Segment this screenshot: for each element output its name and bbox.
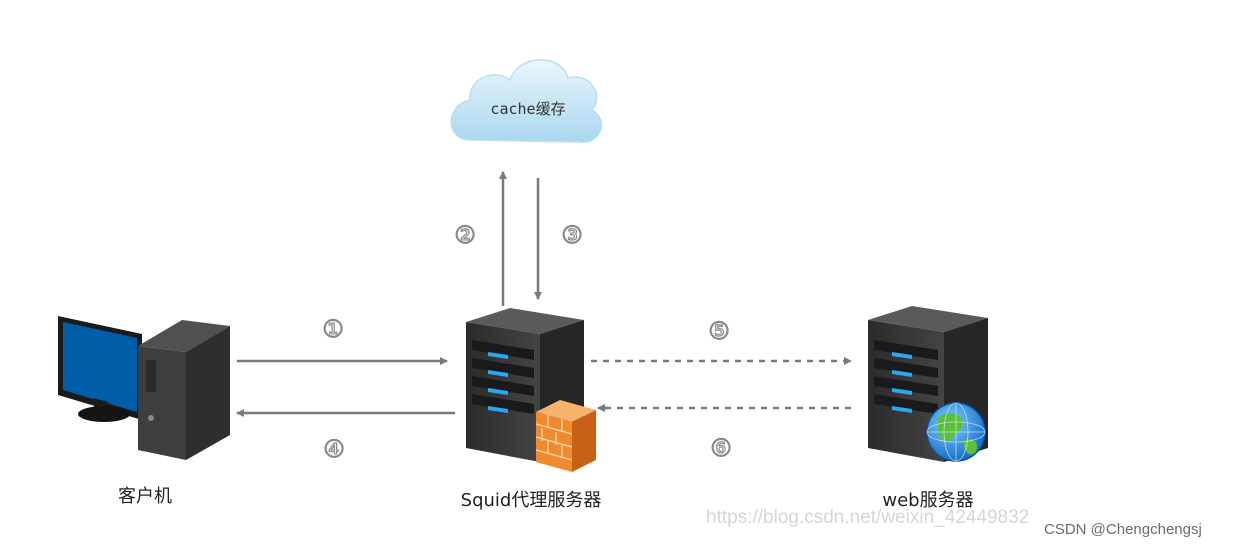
client-computer-icon bbox=[58, 316, 230, 460]
web-server-label: web服务器 bbox=[882, 490, 973, 511]
step-5-label: ⑤ bbox=[708, 317, 730, 345]
step-1-label: ① bbox=[322, 315, 344, 343]
cache-label: cache缓存 bbox=[490, 100, 565, 118]
cache-cloud-icon bbox=[450, 59, 603, 143]
step-3-label: ③ bbox=[561, 221, 583, 249]
step-6-label: ⑥ bbox=[710, 434, 732, 462]
client-label: 客户机 bbox=[118, 486, 172, 507]
web-server-icon bbox=[868, 306, 988, 462]
proxy-label: Squid代理服务器 bbox=[461, 490, 602, 511]
step-4-label: ④ bbox=[323, 435, 345, 463]
globe-icon bbox=[926, 402, 986, 462]
watermark-url: https://blog.csdn.net/weixin_42449832 bbox=[706, 507, 1029, 528]
step-2-label: ② bbox=[454, 221, 476, 249]
watermark-credit: CSDN @Chengchengsj bbox=[1044, 521, 1202, 538]
firewall-icon bbox=[535, 400, 596, 472]
